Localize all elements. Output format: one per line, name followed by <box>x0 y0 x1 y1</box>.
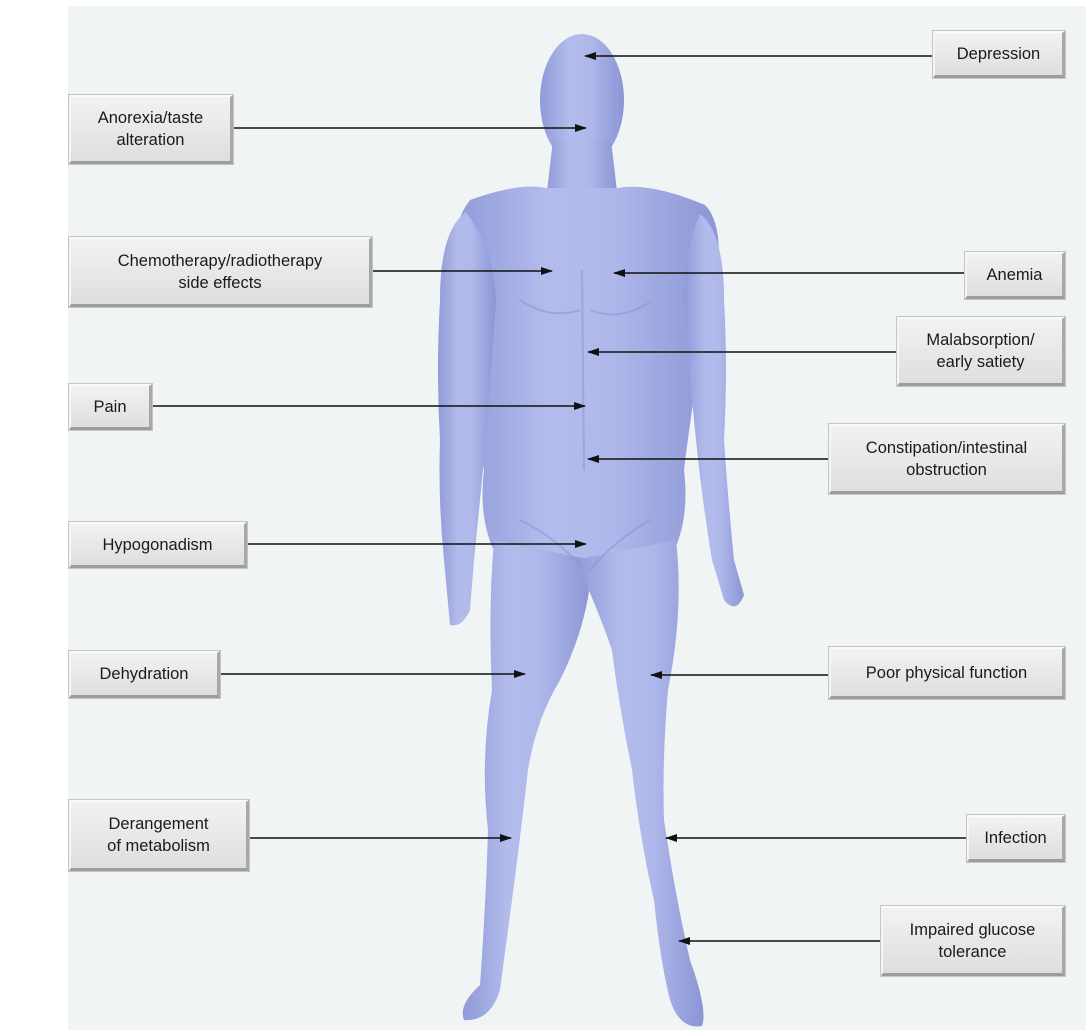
label-infection: Infection <box>967 815 1065 862</box>
label-hypogonadism: Hypogonadism <box>69 522 247 568</box>
label-impaired-glucose-tolerance: Impaired glucose tolerance <box>881 906 1065 976</box>
label-depression: Depression <box>933 31 1065 78</box>
label-dehydration: Dehydration <box>69 651 220 698</box>
label-malabsorption: Malabsorption/ early satiety <box>897 317 1065 386</box>
label-pain: Pain <box>69 384 152 430</box>
label-poor-physical-function: Poor physical function <box>829 647 1065 699</box>
left-arm-shape <box>438 212 496 625</box>
label-constipation: Constipation/intestinal obstruction <box>829 424 1065 494</box>
right-leg-shape <box>576 540 704 1026</box>
label-anemia: Anemia <box>965 252 1065 299</box>
human-figure <box>438 34 744 1026</box>
label-derangement-of-metabolism: Derangement of metabolism <box>69 800 249 871</box>
torso-shape <box>454 187 719 571</box>
label-chemo-side-effects: Chemotherapy/radiotherapy side effects <box>69 237 372 307</box>
left-leg-shape <box>463 540 592 1020</box>
label-anorexia: Anorexia/taste alteration <box>69 95 233 164</box>
